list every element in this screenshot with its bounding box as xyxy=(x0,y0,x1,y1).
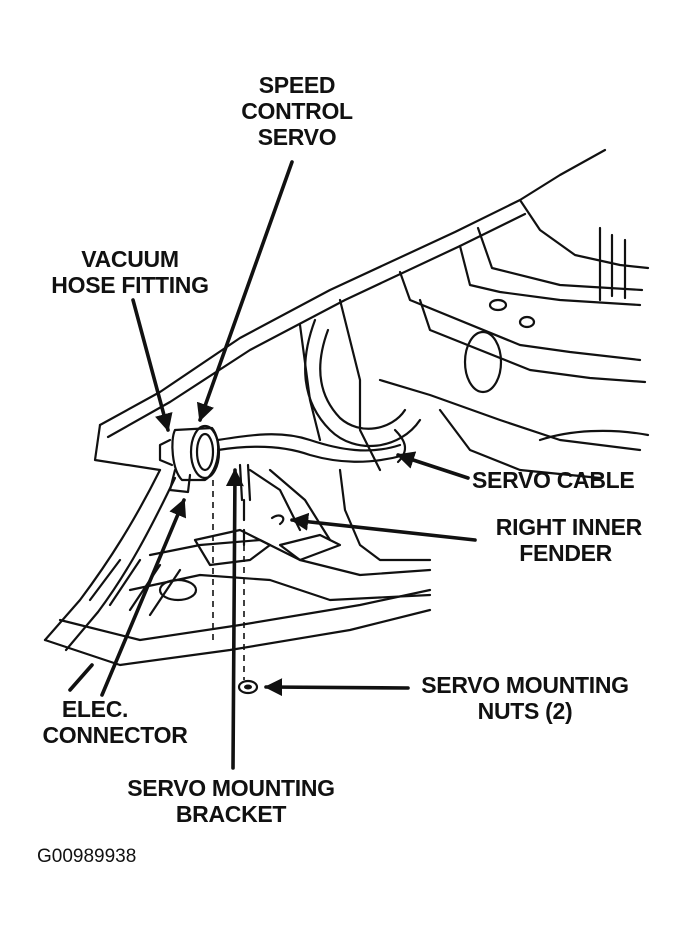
cowl-panel-right xyxy=(518,198,650,270)
servo-diaphragm-inner xyxy=(195,432,215,472)
label-vacuum-hose-fitting: VACUUM HOSE FITTING xyxy=(51,246,209,298)
cowl-top-edge-inner xyxy=(106,212,527,439)
firewall-lower xyxy=(298,323,322,442)
leader-servo-cable xyxy=(396,451,470,480)
mounting-stud xyxy=(238,463,252,502)
inner-panel-line-2 xyxy=(538,429,650,442)
cowl-plate xyxy=(398,270,642,362)
leader-vacuum-hose-fitting xyxy=(131,298,173,432)
bracket-cutout xyxy=(278,533,342,562)
cowl-vent-frame xyxy=(458,226,644,307)
leader-servo-mounting-bracket xyxy=(225,468,244,770)
bolt-hole-2 xyxy=(518,315,536,329)
label-servo-mounting-bracket: SERVO MOUNTING BRACKET xyxy=(127,775,335,827)
figure-id: G00989938 xyxy=(37,846,137,867)
servo-connector xyxy=(168,468,192,494)
large-opening xyxy=(463,330,503,394)
cowl-plate-lower xyxy=(418,298,647,384)
leader-speed-control-servo xyxy=(196,160,294,422)
label-servo-mounting-nuts: SERVO MOUNTING NUTS (2) xyxy=(421,672,629,724)
cowl-top-edge xyxy=(98,148,607,427)
bolt-hole xyxy=(488,298,508,312)
leader-elec-connector xyxy=(100,498,187,697)
servo-diaphragm xyxy=(189,424,221,480)
shock-tower xyxy=(248,468,332,542)
bracket-hole xyxy=(158,578,198,602)
strut-tower-curve xyxy=(304,318,422,448)
apron-lower xyxy=(43,608,432,667)
fender-lip xyxy=(338,468,432,562)
cowl-vent-slot xyxy=(598,226,627,302)
leader-servo-mounting-nuts xyxy=(264,678,410,697)
label-speed-control-servo: SPEED CONTROL SERVO xyxy=(241,72,353,150)
leader-right-inner-fender xyxy=(290,512,477,542)
frame-rail-top xyxy=(148,538,432,577)
leader-fender-lip xyxy=(68,663,94,692)
fender-top-left xyxy=(93,423,162,472)
apron-lower-2 xyxy=(58,588,432,642)
servo-cable-2 xyxy=(216,445,407,463)
spring-mark xyxy=(270,514,285,526)
strut-tower-curve-2 xyxy=(319,328,407,430)
label-right-inner-fender: RIGHT INNER FENDER xyxy=(495,514,643,566)
label-elec-connector: ELEC. CONNECTOR xyxy=(42,696,188,748)
servo-cable xyxy=(216,433,402,452)
left-fender-edge-2 xyxy=(64,476,177,652)
servo-vacuum-nipple xyxy=(158,438,174,467)
left-fender-edge xyxy=(43,468,162,642)
inner-panel-line-3 xyxy=(438,408,602,480)
label-servo-cable: SERVO CABLE xyxy=(472,467,635,493)
bracket-base xyxy=(193,528,272,567)
inner-panel-line xyxy=(378,378,642,452)
frame-rail-lines xyxy=(88,558,182,617)
